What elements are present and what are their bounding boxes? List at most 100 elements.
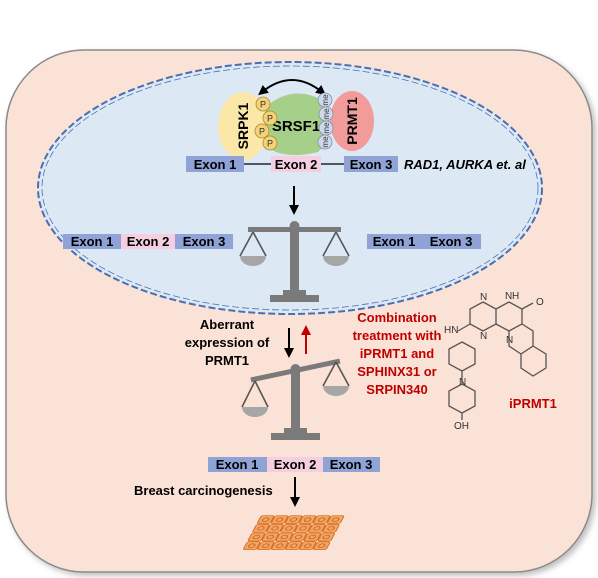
tissue-cell-nucleus [248,543,256,548]
tissue-cell-nucleus [252,534,261,540]
tissue-cell-nucleus [261,517,270,522]
svg-text:me: me [322,122,331,134]
svg-text:P: P [267,114,273,124]
svg-text:P: P [267,139,273,149]
aberrant-line1: Aberrant [200,317,255,332]
treatment-line3: iPRMT1 and [360,346,434,361]
tissue-cell [271,541,289,551]
tissue-cell [243,541,261,551]
tissue-cell [270,515,289,525]
gene-bottom-exon3: Exon 3 [330,457,373,472]
gene-bottom-exon2: Exon 2 [274,457,317,472]
tissue-cell [284,515,303,525]
treatment-line5: SRPIN340 [366,382,427,397]
aberrant-line2: expression of [185,335,270,350]
curved-double-arrow-icon [258,79,326,96]
tissue-cell [303,532,321,542]
isoform-right-exon1: Exon 1 [373,234,416,249]
tissue-cell [252,524,270,533]
gene-bottom-exon1: Exon 1 [216,457,259,472]
nucleus [37,61,543,315]
srsf1-protein [263,93,329,155]
prmt1-label: PRMT1 [344,97,360,145]
tissue-cell-nucleus [262,543,270,548]
tissue-cell [317,532,335,542]
svg-text:N: N [505,291,512,302]
tissue-cell-nucleus [303,517,312,522]
tissue-cell-nucleus [313,526,321,531]
treatment-line1: Combination [357,310,436,325]
srpk1-label: SRPK1 [235,102,251,149]
tissue-cell [256,515,275,525]
tissue-cell-nucleus [299,526,307,531]
gene-top-exon3: Exon 3 [350,157,393,172]
tissue-cell-nucleus [280,534,289,540]
compound-name: iPRMT1 [509,396,557,411]
tissue-cell-nucleus [331,517,340,522]
tissue-cell-nucleus [322,534,331,540]
svg-text:me: me [321,136,330,148]
tissue-cell-nucleus [290,543,298,548]
chemical-structure-atoms: O N H N N N HN N OH [444,291,544,432]
isoform-left-exon1: Exon 1 [71,234,114,249]
srpk1-protein [218,92,268,160]
tissue-cell [299,541,317,551]
tissue-cell-nucleus [271,526,279,531]
tissue-cell-nucleus [308,534,317,540]
tissue-cell [247,532,265,542]
balance-scale-icon [239,221,350,302]
tissue-cell [298,515,317,525]
svg-text:HN: HN [444,325,458,336]
gene-top-exon1: Exon 1 [194,157,237,172]
tissue-cell-nucleus [327,526,335,531]
tissue-cell [280,524,298,533]
svg-text:me: me [322,108,331,120]
tissue-cell-nucleus [289,517,298,522]
methyl-groups: me me me me [317,92,334,150]
isoform-left: Exon 1 Exon 2 Exon 3 [63,234,233,249]
gene-top: Exon 1 Exon 2 Exon 3 [186,156,398,172]
svg-text:me: me [321,94,330,106]
tissue-cell-nucleus [294,534,303,540]
tissue-cell-nucleus [304,543,312,548]
tissue-cell [294,524,312,533]
target-genes-label: RAD1, AURKA et. al [404,157,526,172]
srsf1-label: SRSF1 [272,118,320,135]
tissue-cell [312,515,331,525]
prmt1-protein [330,91,374,151]
isoform-left-exon3: Exon 3 [183,234,226,249]
isoform-right-exon3: Exon 3 [430,234,473,249]
tissue-cell-nucleus [276,543,284,548]
svg-text:P: P [260,100,266,110]
tissue-cell-nucleus [275,517,284,522]
balance-scale-icon [241,358,350,440]
gene-bottom: Exon 1 Exon 2 Exon 3 [208,457,380,472]
tissue-cells-icon [243,515,345,551]
isoform-right: Exon 1 Exon 3 [367,234,481,249]
isoform-left-exon2: Exon 2 [127,234,170,249]
tissue-cell [257,541,275,551]
tissue-cell-nucleus [266,534,275,540]
treatment-line4: SPHINX31 or [357,364,436,379]
aberrant-line3: PRMT1 [205,353,249,368]
tissue-cell [261,532,279,542]
gene-top-exon2: Exon 2 [275,157,318,172]
tissue-cell [308,524,326,533]
tissue-cell-nucleus [257,526,265,531]
svg-text:N: N [459,377,466,388]
tissue-cell [289,532,307,542]
svg-text:O: O [536,297,544,308]
tissue-cell-nucleus [317,517,326,522]
outcome-label: Breast carcinogenesis [134,483,273,498]
svg-text:N: N [506,335,513,346]
tissue-cell-nucleus [285,526,293,531]
tissue-cell [326,515,345,525]
tissue-cell [266,524,284,533]
svg-text:N: N [480,331,487,342]
treatment-line2: treatment with [353,328,442,343]
svg-text:H: H [512,291,519,302]
tissue-cell-nucleus [318,543,326,548]
tissue-cell [313,541,331,551]
chemical-structure-icon [448,301,547,420]
